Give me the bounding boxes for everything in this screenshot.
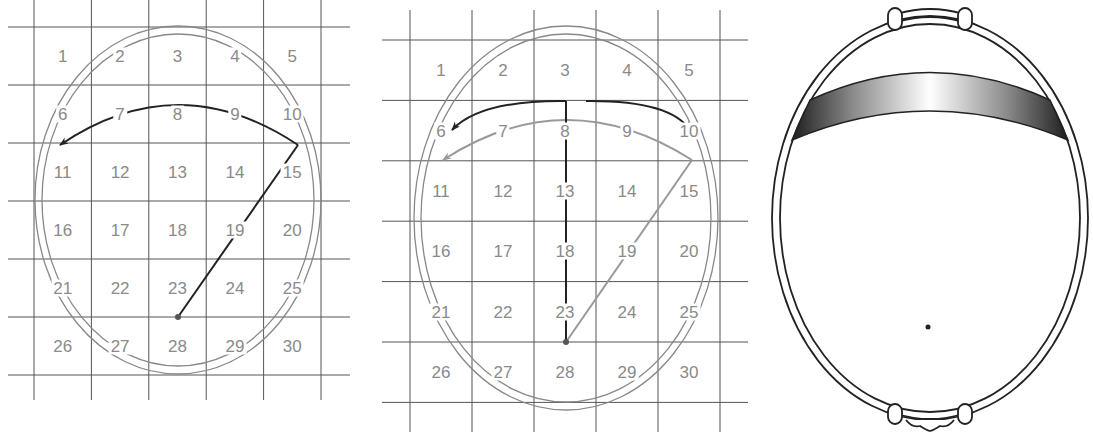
reference-dot: [926, 325, 931, 330]
cell-number: 5: [286, 48, 299, 65]
cell-number: 17: [492, 243, 515, 260]
gradient-band: [792, 73, 1068, 141]
cell-number: 22: [109, 280, 132, 297]
middle-black-lines: [452, 101, 690, 342]
cell-number: 17: [109, 222, 132, 239]
middle-grey-lines: [443, 120, 692, 342]
cell-number: 16: [430, 243, 453, 260]
cell-number: 25: [281, 280, 304, 297]
cell-number: 23: [554, 303, 577, 320]
cell-number: 15: [678, 183, 701, 200]
cell-number: 27: [109, 338, 132, 355]
cell-number: 10: [281, 106, 304, 123]
cell-number: 21: [51, 280, 74, 297]
cell-number: 14: [616, 183, 639, 200]
cell-number: 18: [554, 243, 577, 260]
cell-number: 14: [223, 164, 246, 181]
cell-number: 26: [430, 364, 453, 381]
cell-number: 28: [554, 364, 577, 381]
cell-number: 24: [616, 303, 639, 320]
cell-number: 27: [492, 364, 515, 381]
cell-number: 24: [223, 280, 246, 297]
cell-number: 23: [166, 280, 189, 297]
cell-number: 7: [496, 122, 509, 139]
cell-number: 12: [109, 164, 132, 181]
cell-number: 29: [616, 364, 639, 381]
cell-number: 13: [554, 183, 577, 200]
cell-number: 12: [492, 183, 515, 200]
oval-frame: [772, 8, 1088, 431]
cell-number: 2: [113, 48, 126, 65]
cell-number: 10: [678, 122, 701, 139]
cell-number: 5: [682, 62, 695, 79]
cell-number: 8: [171, 106, 184, 123]
cell-number: 30: [281, 338, 304, 355]
cell-number: 3: [171, 48, 184, 65]
cell-number: 8: [558, 122, 571, 139]
cell-number: 19: [223, 222, 246, 239]
left-head-outline: [35, 26, 321, 374]
cell-number: 18: [166, 222, 189, 239]
cell-number: 22: [492, 303, 515, 320]
cell-number: 20: [678, 243, 701, 260]
cell-number: 21: [430, 303, 453, 320]
grid-line: [8, 143, 350, 144]
cell-number: 15: [281, 164, 304, 181]
middle-head-outline: [414, 26, 718, 410]
left-measure-lines: [60, 105, 298, 317]
cell-number: 20: [281, 222, 304, 239]
grid-line: [8, 259, 350, 260]
cell-number: 25: [678, 303, 701, 320]
cell-number: 1: [56, 48, 69, 65]
cell-number: 6: [434, 122, 447, 139]
cell-number: 26: [51, 338, 74, 355]
grid-line: [382, 40, 748, 41]
reference-dot: [175, 314, 181, 320]
cell-number: 16: [51, 222, 74, 239]
cell-number: 13: [166, 164, 189, 181]
grid-line: [206, 0, 207, 400]
cell-number: 7: [113, 106, 126, 123]
grid-line: [8, 85, 350, 86]
cell-number: 30: [678, 364, 701, 381]
grid-line: [148, 0, 149, 400]
cell-number: 1: [434, 62, 447, 79]
cell-number: 11: [430, 183, 452, 200]
cell-number: 2: [496, 62, 509, 79]
cell-number: 28: [166, 338, 189, 355]
grid-line: [8, 201, 350, 202]
cell-number: 11: [52, 164, 74, 181]
cell-number: 4: [620, 62, 633, 79]
cell-number: 19: [616, 243, 639, 260]
cell-number: 9: [620, 122, 633, 139]
grid-lines: [8, 0, 748, 432]
reference-dot: [563, 339, 569, 345]
grid-line: [91, 0, 92, 400]
cell-number: 29: [223, 338, 246, 355]
cell-number: 9: [228, 106, 241, 123]
cell-number: 4: [228, 48, 241, 65]
cell-number: 3: [558, 62, 571, 79]
cell-number: 6: [56, 106, 69, 123]
grid-line: [8, 375, 350, 376]
